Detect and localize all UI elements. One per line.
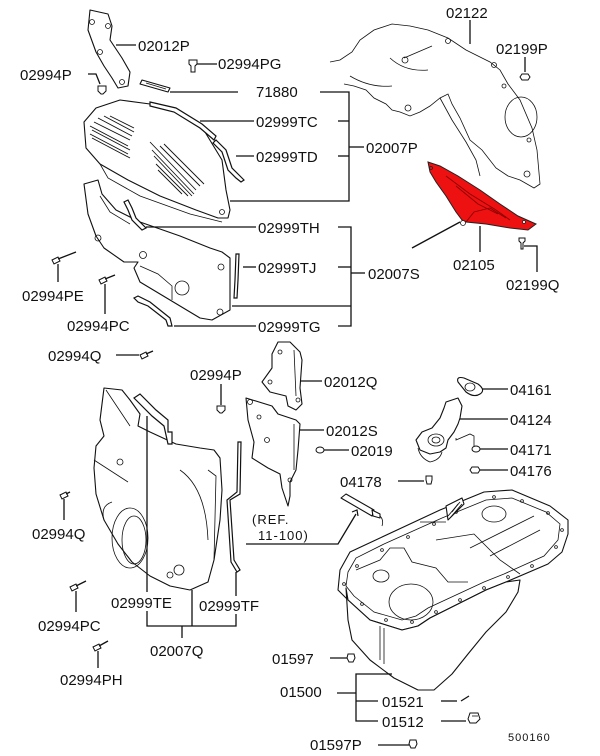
- bracket-01500: [355, 673, 392, 722]
- label-02999TG[interactable]: 02999TG: [258, 319, 321, 336]
- bolt-icon: [69, 580, 87, 592]
- label-01597[interactable]: 01597: [272, 651, 314, 668]
- bolt-icon: [425, 475, 433, 485]
- label-02019[interactable]: 02019: [351, 443, 393, 460]
- label-02994PG[interactable]: 02994PG: [218, 56, 281, 73]
- part-71880-strip[interactable]: [139, 79, 171, 93]
- nut-icon: [469, 466, 481, 474]
- label-02999TJ[interactable]: 02999TJ: [258, 260, 316, 277]
- label-02994PC-top[interactable]: 02994PC: [67, 318, 130, 335]
- label-02007Q[interactable]: 02007Q: [150, 643, 203, 660]
- label-02012Q[interactable]: 02012Q: [324, 374, 377, 391]
- label-01500[interactable]: 01500: [280, 684, 322, 701]
- part-lower-timing-cover[interactable]: [93, 387, 223, 591]
- label-02999TE[interactable]: 02999TE: [111, 595, 172, 612]
- label-02994PH[interactable]: 02994PH: [60, 672, 123, 689]
- part-04161-gasket[interactable]: [457, 376, 484, 397]
- sealant-tube-icon: [340, 493, 384, 527]
- label-02994PE[interactable]: 02994PE: [22, 288, 84, 305]
- bolt-icon: [59, 491, 71, 500]
- part-middle-timing-cover[interactable]: [83, 179, 231, 321]
- bolt-icon: [518, 237, 526, 250]
- part-02105-highlighted[interactable]: [427, 161, 537, 231]
- part-02012Q-cover[interactable]: [261, 341, 303, 411]
- label-02994P-top[interactable]: 02994P: [20, 67, 72, 84]
- label-02994Q-top[interactable]: 02994Q: [48, 348, 101, 365]
- label-04171[interactable]: 04171: [510, 442, 552, 459]
- part-02999TJ-seal[interactable]: [233, 253, 240, 299]
- part-02122-engine-plate[interactable]: [329, 23, 541, 189]
- label-02999TD[interactable]: 02999TD: [256, 149, 318, 166]
- bolt-icon: [98, 274, 116, 285]
- label-02999TF[interactable]: 02999TF: [199, 598, 259, 615]
- label-71880[interactable]: 71880: [256, 84, 298, 101]
- label-01512[interactable]: 01512: [382, 714, 424, 731]
- part-02999TD-seal[interactable]: [212, 139, 245, 183]
- ref-note-line2: 11-100): [258, 528, 309, 543]
- part-02999TF-seal[interactable]: [226, 441, 242, 573]
- bracket-02007S: [338, 226, 352, 327]
- label-02122[interactable]: 02122: [446, 5, 488, 22]
- label-02012P[interactable]: 02012P: [138, 38, 190, 55]
- nut-icon: [471, 445, 481, 453]
- leader-ref-arrow: [246, 513, 357, 545]
- label-02994P-mid[interactable]: 02994P: [190, 367, 242, 384]
- label-02999TC[interactable]: 02999TC: [256, 114, 318, 131]
- label-04124[interactable]: 04124: [510, 412, 552, 429]
- label-02199Q[interactable]: 02199Q: [506, 277, 559, 294]
- label-02007S[interactable]: 02007S: [368, 266, 420, 283]
- label-04176[interactable]: 04176: [510, 463, 552, 480]
- label-02007P[interactable]: 02007P: [366, 140, 418, 157]
- label-02994Q-bot[interactable]: 02994Q: [32, 526, 85, 543]
- drain-plug-icon: [346, 653, 356, 663]
- part-upper-timing-cover[interactable]: [83, 99, 231, 223]
- part-02012P-bracket[interactable]: [87, 9, 131, 89]
- label-04161[interactable]: 04161: [510, 382, 552, 399]
- label-02012S[interactable]: 02012S: [326, 423, 378, 440]
- bolt-icon: [188, 59, 198, 73]
- drain-plug-icon: [408, 739, 418, 749]
- label-02999TH[interactable]: 02999TH: [258, 220, 320, 237]
- ref-note-line1: (REF.: [252, 512, 290, 527]
- diagram-id: 500160: [508, 732, 551, 744]
- bolt-icon: [139, 350, 154, 360]
- label-02994PC-bot[interactable]: 02994PC: [38, 618, 101, 635]
- bolt-icon: [216, 405, 226, 414]
- bolt-icon: [51, 251, 77, 265]
- part-02999TC-seal[interactable]: [149, 101, 217, 141]
- part-02999TE-seal[interactable]: [133, 393, 173, 445]
- label-01597P[interactable]: 01597P: [310, 737, 362, 754]
- part-01500-oil-pan[interactable]: [337, 489, 569, 691]
- leader-02199Q: [524, 245, 538, 272]
- leader-02994P-top: [88, 73, 101, 85]
- nut-icon: [519, 73, 531, 81]
- label-02105[interactable]: 02105: [453, 257, 495, 274]
- label-04178[interactable]: 04178: [340, 474, 382, 491]
- part-04124-oil-strainer[interactable]: [415, 397, 475, 463]
- part-01521-pin[interactable]: [460, 695, 470, 702]
- part-02012S-cover[interactable]: [245, 397, 301, 507]
- label-02199P[interactable]: 02199P: [496, 41, 548, 58]
- bolt-icon: [97, 85, 107, 95]
- bracket-02007P: [230, 91, 350, 202]
- part-02019-grommet[interactable]: [315, 446, 325, 454]
- arrow-head-icon: [351, 509, 359, 517]
- leader-02105-a: [411, 221, 461, 249]
- part-02999TG-seal[interactable]: [132, 295, 173, 327]
- label-01521[interactable]: 01521: [382, 694, 424, 711]
- part-01512-clip[interactable]: [467, 712, 481, 724]
- part-02999TH-seal[interactable]: [123, 199, 148, 231]
- bolt-icon: [92, 640, 109, 652]
